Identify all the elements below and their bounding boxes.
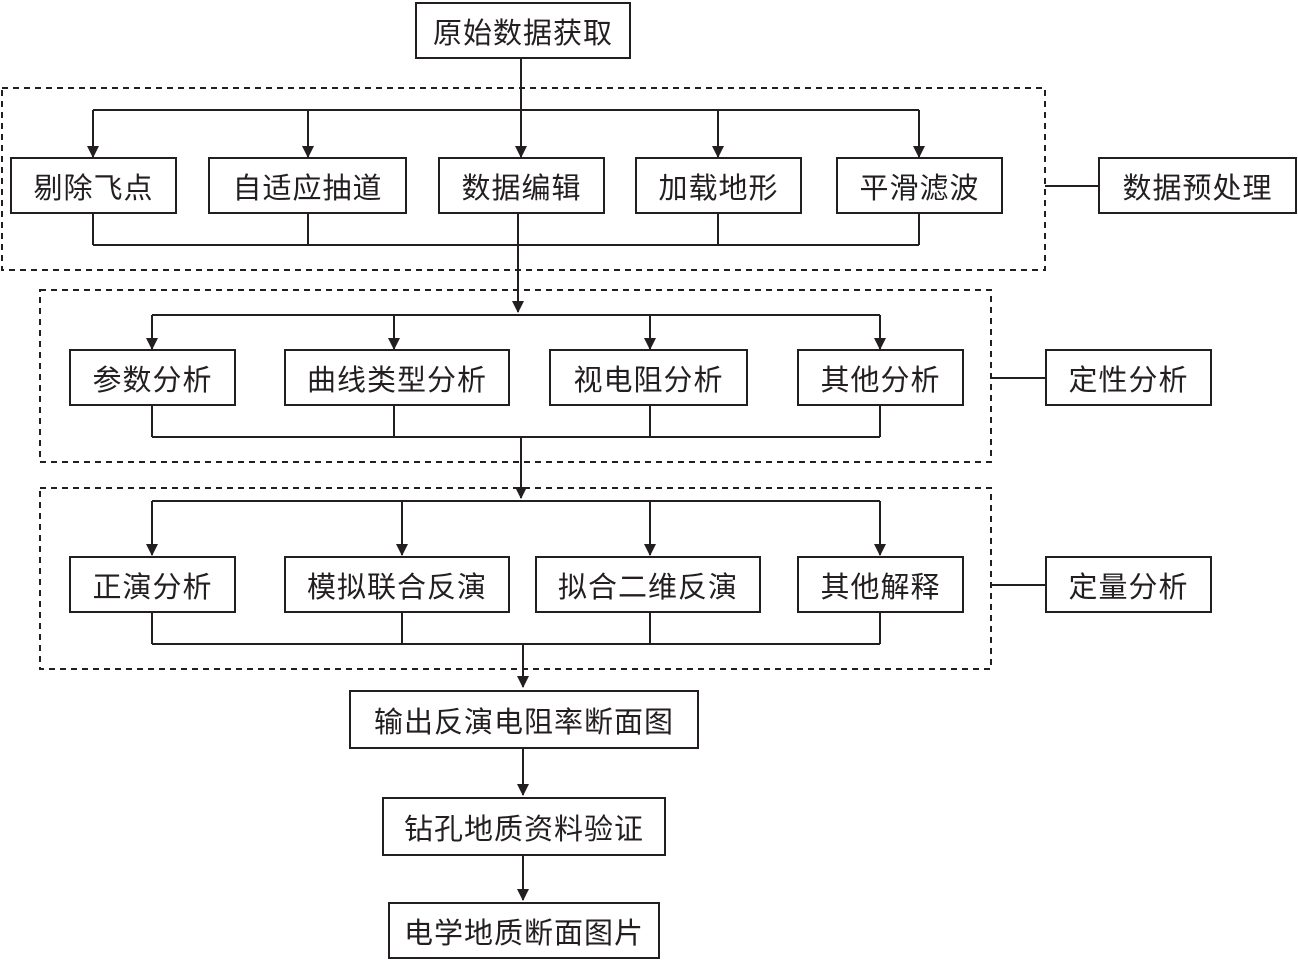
start-node: 原始数据获取	[415, 2, 631, 59]
qual-step-parameters: 参数分析	[69, 349, 236, 406]
pre-step-adaptive-decimation: 自适应抽道	[208, 157, 407, 214]
qual-step-curve-type: 曲线类型分析	[284, 349, 510, 406]
preprocess-group-label: 数据预处理	[1098, 157, 1297, 214]
pre-step-remove-outliers: 剔除飞点	[10, 157, 177, 214]
pre-step-data-editing: 数据编辑	[438, 157, 605, 214]
pre-step-smoothing-filter: 平滑滤波	[836, 157, 1003, 214]
pre-step-load-terrain: 加载地形	[635, 157, 802, 214]
qual-step-other: 其他分析	[797, 349, 964, 406]
quant-step-joint-inversion: 模拟联合反演	[284, 556, 510, 613]
output-node: 输出反演电阻率断面图	[349, 690, 699, 749]
final-node: 电学地质断面图片	[388, 902, 660, 959]
quant-step-other-interpretation: 其他解释	[797, 556, 964, 613]
quant-step-2d-inversion: 拟合二维反演	[535, 556, 761, 613]
quant-step-forward-modeling: 正演分析	[69, 556, 236, 613]
qualitative-group-frame	[39, 289, 992, 463]
qual-step-apparent-resistivity: 视电阻分析	[549, 349, 748, 406]
verify-node: 钻孔地质资料验证	[382, 797, 666, 856]
qualitative-group-label: 定性分析	[1045, 349, 1212, 406]
quantitative-group-label: 定量分析	[1045, 556, 1212, 613]
preprocess-group-frame	[1, 87, 1046, 271]
